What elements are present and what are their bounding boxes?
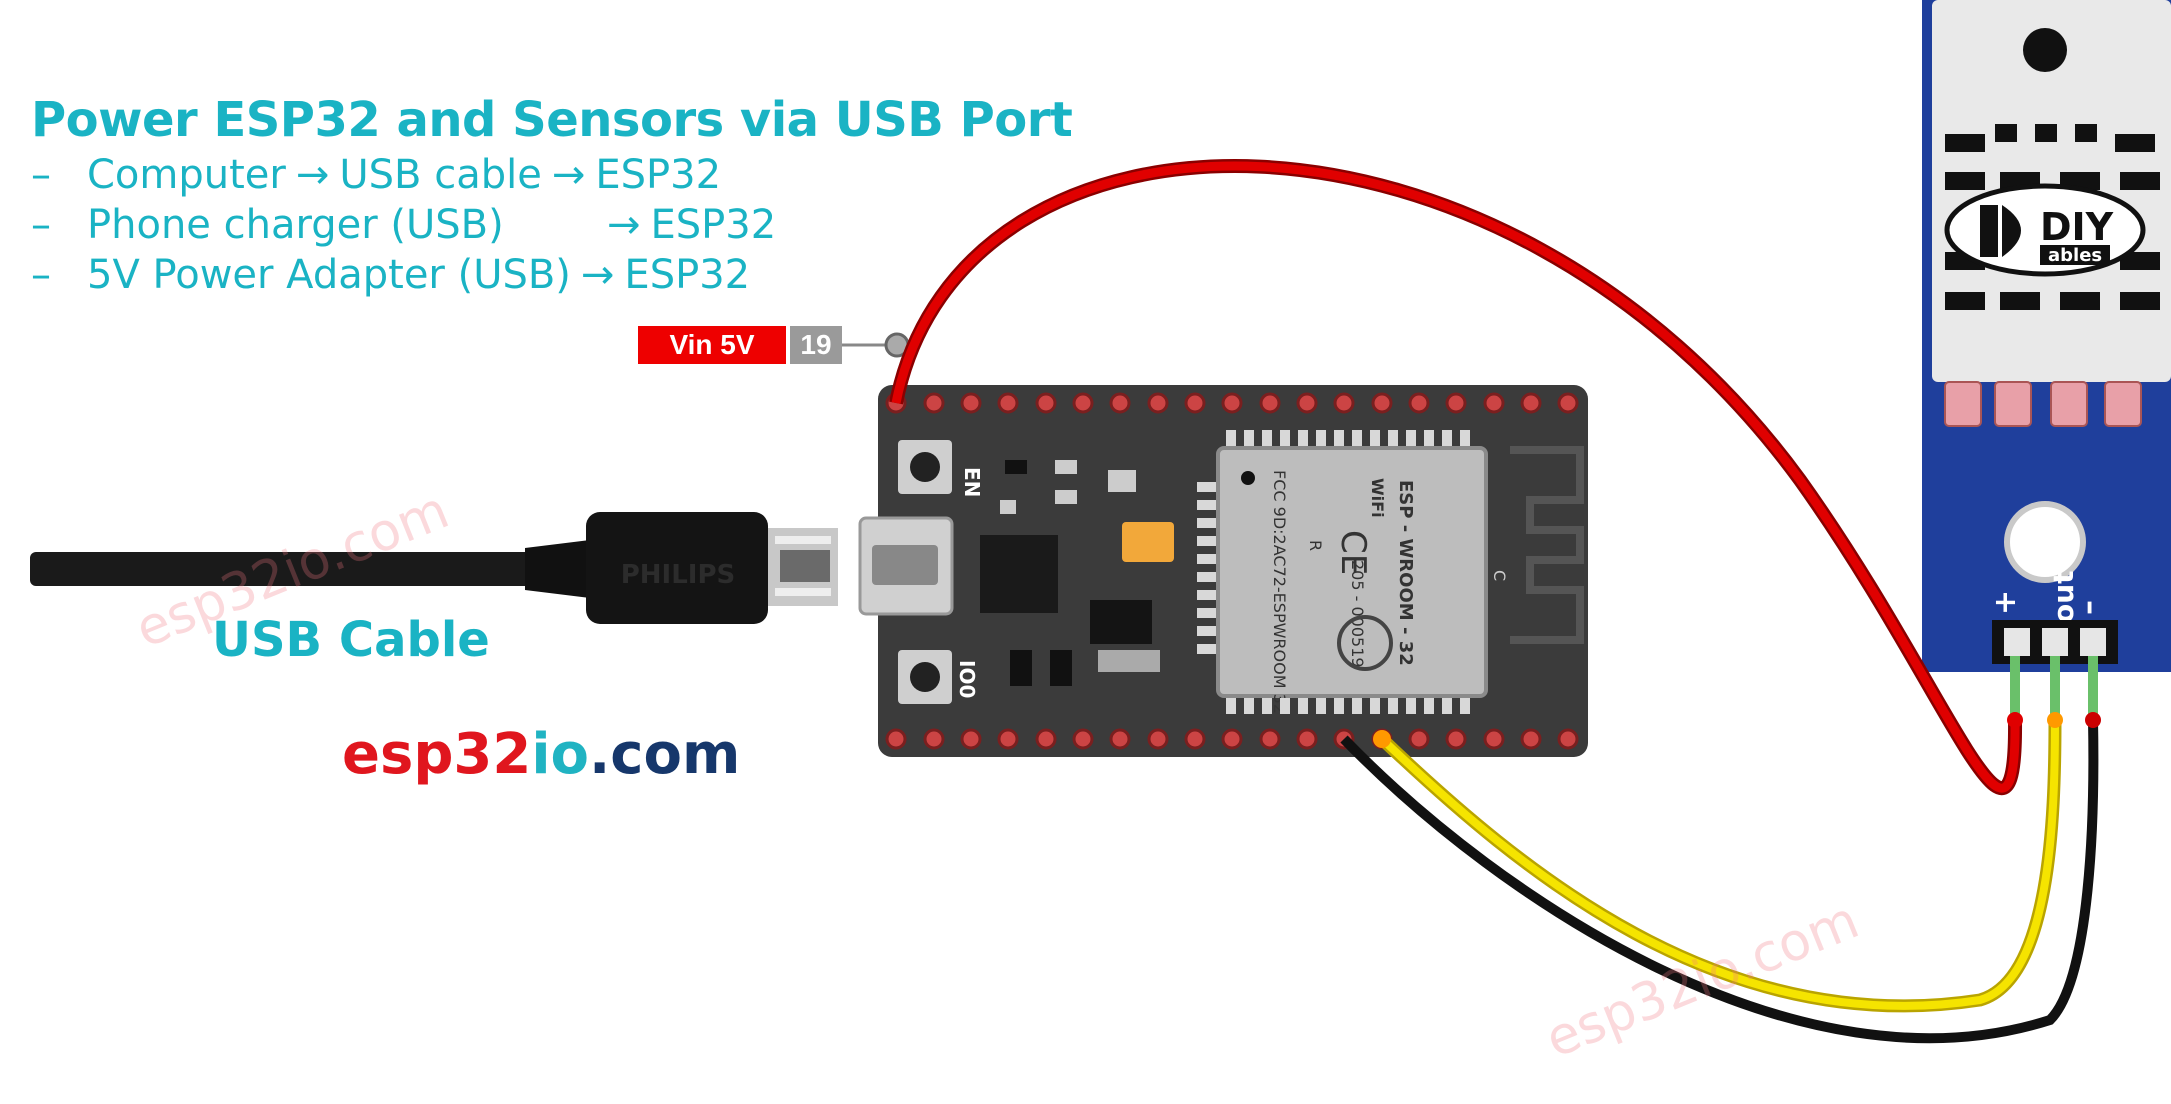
- page-title: Power ESP32 and Sensors via USB Port: [31, 92, 1073, 148]
- arrow-icon: →: [295, 152, 330, 198]
- esp-wroom-module: [1216, 446, 1488, 698]
- bullet: –: [31, 252, 51, 298]
- voltage-regulator: [1090, 600, 1152, 644]
- espressif-logo: [1337, 615, 1393, 671]
- option-target: ESP32: [624, 252, 751, 298]
- option-middle: USB cable: [339, 152, 542, 198]
- site-part-esp32: esp32: [342, 722, 532, 787]
- option-source: Computer: [87, 152, 286, 198]
- en-label: EN: [960, 467, 984, 497]
- option-target: ESP32: [595, 152, 722, 198]
- io0-label: IO0: [955, 660, 979, 698]
- option-target: ESP32: [650, 202, 777, 248]
- mounting-hole: [2004, 501, 2086, 583]
- capacitor: [1122, 522, 1174, 562]
- wifi-mark: WiFi: [1368, 478, 1387, 518]
- wire-gnd: [1340, 719, 2099, 1044]
- arrow-icon: →: [607, 202, 641, 248]
- arrow-icon: →: [580, 252, 615, 298]
- plus-pin-label: +: [1988, 590, 2023, 615]
- usb-cable-label: USB Cable: [212, 612, 490, 668]
- dht-sensor-module: DIY ables + out –: [1922, 0, 2171, 672]
- option-source: 5V Power Adapter (USB): [87, 252, 571, 298]
- logo-text-top: DIY: [2040, 205, 2114, 249]
- site-logo: esp32io.com: [342, 722, 740, 787]
- module-label-fcc: FCC 9D:2AC72-ESPWROOM 32: [1270, 470, 1289, 714]
- bullet: –: [31, 152, 51, 198]
- out-pin-label: out: [2047, 570, 2080, 623]
- site-part-com: .com: [589, 722, 741, 787]
- minus-pin-label: –: [2071, 600, 2106, 615]
- bullet: –: [31, 202, 51, 248]
- arrow-icon: →: [551, 152, 586, 198]
- module-label-id: 205 - 000519: [1348, 560, 1367, 668]
- power-option-adapter: –5V Power Adapter (USB)→ESP32: [31, 252, 750, 298]
- module-label-main: ESP - WROOM - 32: [1395, 480, 1416, 666]
- logo-text-bottom: ables: [2048, 245, 2102, 266]
- site-part-io: io: [531, 722, 589, 787]
- option-source: Phone charger (USB): [87, 202, 504, 248]
- cable-brand: PHILIPS: [621, 560, 736, 590]
- esp32-board: EN IO0 ESP - WROOM - 32 FCC 9D:2AC72-ESP…: [858, 385, 1588, 757]
- ce-mark: CE: [1333, 530, 1373, 575]
- antenna-mark: C: [1490, 570, 1509, 581]
- vin-pin-number: 19: [790, 326, 842, 364]
- pcb-antenna: [1510, 446, 1584, 644]
- r-mark: R: [1306, 540, 1325, 551]
- vin-label: Vin 5V: [638, 326, 786, 364]
- power-option-phone-charger: –Phone charger (USB) →ESP32: [31, 202, 776, 248]
- power-option-computer: –Computer→USB cable→ESP32: [31, 152, 721, 198]
- usb-cable: PHILIPS: [30, 512, 838, 624]
- usb-uart-chip: [980, 535, 1058, 613]
